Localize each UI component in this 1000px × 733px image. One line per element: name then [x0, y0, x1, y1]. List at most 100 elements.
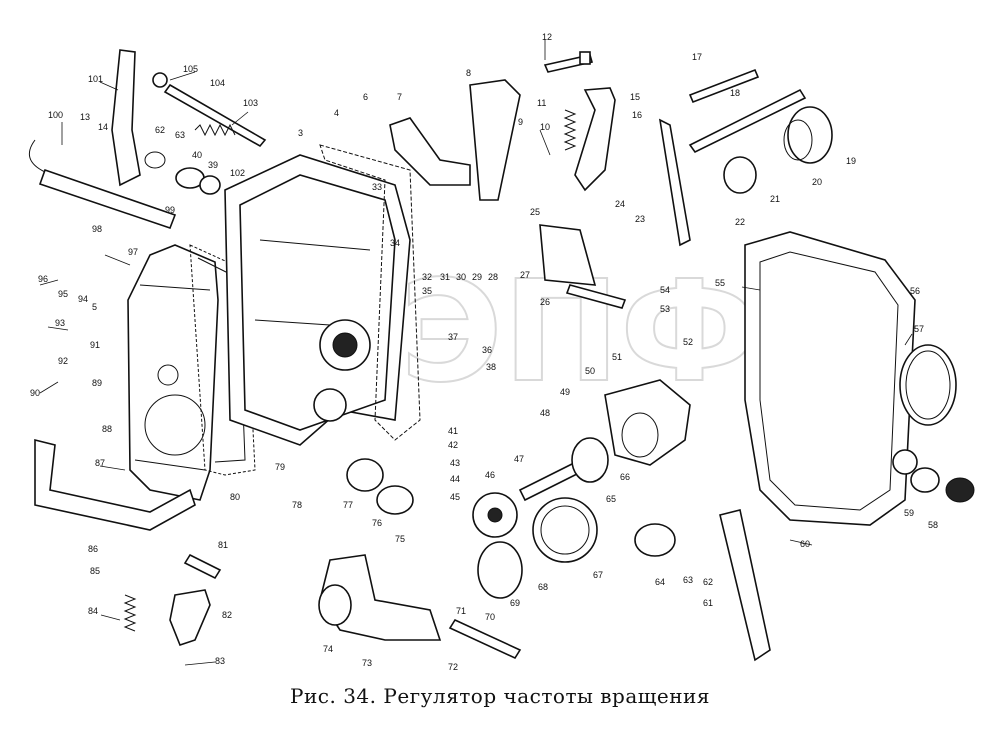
callout: 104 [210, 78, 225, 88]
rear-cover [744, 231, 918, 526]
callout: 34 [390, 238, 400, 248]
bushing-77 [346, 458, 384, 492]
callout: 20 [812, 177, 822, 187]
pin-81 [183, 553, 222, 580]
callout: 89 [92, 378, 102, 388]
bearing-65 [571, 437, 609, 483]
pin-103 [152, 72, 267, 148]
figure-number: Рис. 34. [290, 684, 377, 708]
rack-16-17 [688, 88, 807, 154]
bolt-10 [543, 51, 594, 73]
rod-15 [688, 68, 760, 104]
spring-102 [194, 123, 236, 137]
callout: 57 [914, 324, 924, 334]
pin-72 [448, 618, 522, 660]
callout: 40 [192, 150, 202, 160]
callout: 5 [92, 302, 97, 312]
callout: 65 [606, 494, 616, 504]
callout: 29 [472, 272, 482, 282]
callout: 32 [422, 272, 432, 282]
callout: 10 [540, 122, 550, 132]
callout: 86 [88, 544, 98, 554]
callout: 82 [222, 610, 232, 620]
callout: 77 [343, 500, 353, 510]
callout: 28 [488, 272, 498, 282]
callout: 24 [615, 199, 625, 209]
callout: 19 [846, 156, 856, 166]
callout: 99 [165, 205, 175, 215]
housing-50 [604, 379, 691, 466]
callout: 11 [537, 98, 546, 108]
callout: 97 [128, 247, 138, 257]
callout: 43 [450, 458, 460, 468]
callout: 100 [48, 110, 63, 120]
callout: 42 [448, 440, 458, 450]
callout: 80 [230, 492, 240, 502]
lever-82 [169, 589, 211, 646]
callout: 59 [904, 508, 914, 518]
callout: 56 [910, 286, 920, 296]
callout: 85 [90, 566, 100, 576]
callout: 37 [448, 332, 458, 342]
figure-caption: Рис. 34. Регулятор частоты вращения [0, 684, 1000, 708]
callout: 7 [397, 92, 402, 102]
disc-69 [477, 541, 523, 599]
callout: 68 [538, 582, 548, 592]
governor-housing [224, 154, 411, 446]
callout: 96 [38, 274, 48, 284]
nut-21 [723, 156, 757, 194]
front-cover-plate [127, 244, 219, 501]
callout: 30 [456, 272, 466, 282]
callout: 83 [215, 656, 225, 666]
callout: 58 [928, 520, 938, 530]
leader-lines [39, 40, 913, 666]
bolt-53 [565, 284, 627, 309]
callout: 55 [715, 278, 725, 288]
callout: 78 [292, 500, 302, 510]
sleeve-40-39 [144, 151, 221, 195]
callout: 81 [218, 540, 228, 550]
callout: 41 [448, 426, 458, 436]
bracket-25 [539, 224, 597, 286]
callout: 3 [298, 128, 303, 138]
callout: 79 [275, 462, 285, 472]
callout: 18 [730, 88, 740, 98]
callout: 48 [540, 408, 550, 418]
control-shaft-98 [28, 139, 177, 230]
callout: 76 [372, 518, 382, 528]
callout: 70 [485, 612, 495, 622]
callout: 17 [692, 52, 702, 62]
gear-68 [472, 492, 518, 538]
callout: 98 [92, 224, 102, 234]
callout: 26 [540, 297, 550, 307]
callout: 94 [78, 294, 88, 304]
callout: 71 [456, 606, 466, 616]
lever-101 [111, 49, 141, 187]
callout: 33 [372, 182, 382, 192]
callout: 25 [530, 207, 540, 217]
callout: 69 [510, 598, 520, 608]
callout: 53 [660, 304, 670, 314]
drain-plug [910, 467, 975, 503]
callout: 63 [683, 575, 693, 585]
figure-title: Регулятор частоты вращения [383, 684, 710, 708]
bracket-4 [389, 117, 471, 186]
callout: 47 [514, 454, 524, 464]
callout: 103 [243, 98, 258, 108]
callout: 73 [362, 658, 372, 668]
callout: 13 [80, 112, 90, 122]
spring-9 [563, 109, 577, 151]
callout: 66 [620, 472, 630, 482]
callout: 62 [703, 577, 713, 587]
callout: 75 [395, 534, 405, 544]
lever-11 [574, 87, 616, 192]
callout: 91 [90, 340, 100, 350]
callout: 93 [55, 318, 65, 328]
callout: 15 [630, 92, 640, 102]
housing-gasket [319, 144, 421, 441]
callout: 45 [450, 492, 460, 502]
callout: 49 [560, 387, 570, 397]
callout: 72 [448, 662, 458, 672]
callout: 52 [683, 337, 693, 347]
